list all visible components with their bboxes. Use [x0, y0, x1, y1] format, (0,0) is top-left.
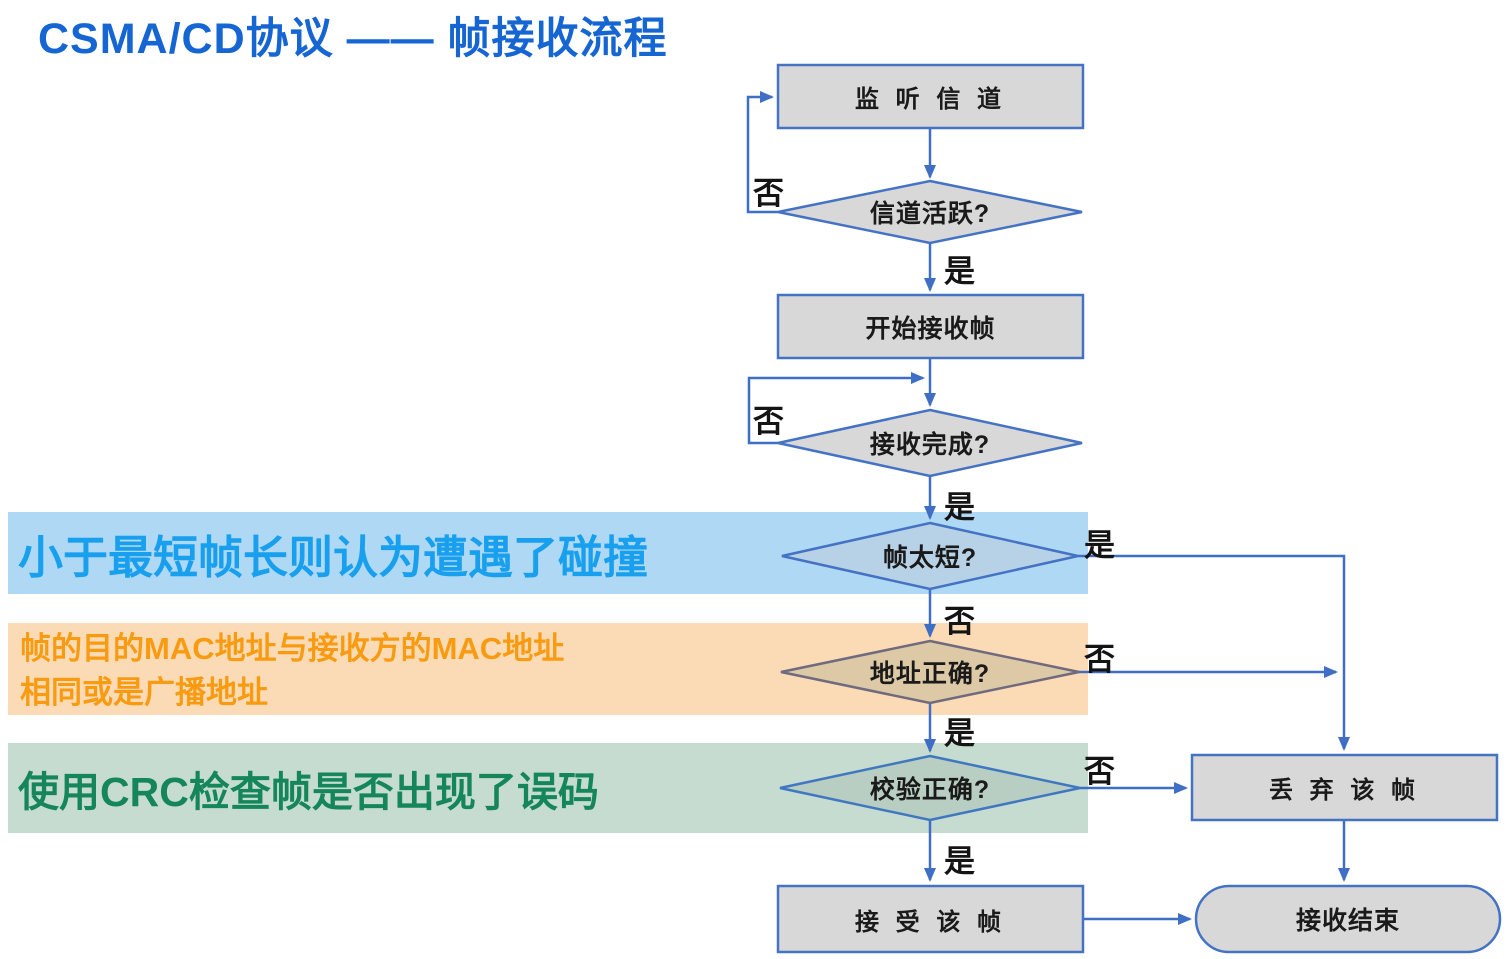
note-checksum: 使用CRC检查帧是否出现了误码	[18, 769, 599, 815]
node-receive-done-shape	[777, 408, 1083, 478]
node-frame-too-short-label: 帧太短?	[882, 544, 978, 572]
edge-label-checksum-yes: 是	[944, 844, 975, 879]
edge-label-address-yes: 是	[944, 716, 975, 751]
node-discard-frame-shape	[1190, 753, 1499, 822]
edge-label-active-yes: 是	[944, 254, 975, 289]
node-channel-active-shape	[777, 179, 1083, 245]
node-frame-too-short-shape	[781, 521, 1079, 591]
node-receive-end-label: 接收结束	[1295, 907, 1400, 935]
edge-label-active-no: 否	[753, 176, 784, 211]
node-receive-done-label: 接收完成?	[869, 431, 991, 459]
note-address-line1: 帧的目的MAC地址与接收方的MAC地址	[20, 631, 565, 666]
edge-label-tooshort-no: 否	[944, 604, 975, 639]
edge-label-address-no: 否	[1084, 642, 1115, 677]
edge-label-checksum-no: 否	[1084, 754, 1115, 789]
node-discard-frame-label: 丢 弃 该 帧	[1268, 777, 1420, 804]
edge-done-no-loop	[747, 372, 925, 445]
node-listen-channel-label: 监 听 信 道	[854, 86, 1006, 113]
edge-label-done-yes: 是	[944, 490, 975, 525]
node-listen-channel-shape	[776, 63, 1085, 130]
edge-label-done-no: 否	[753, 404, 784, 439]
node-receive-end-shape	[1194, 884, 1502, 954]
node-start-receive-shape	[776, 293, 1085, 360]
edge-tooshort-yes-to-discard	[1078, 554, 1350, 751]
node-accept-frame-shape	[776, 884, 1085, 954]
page-title: CSMA/CD协议 —— 帧接收流程	[38, 15, 668, 63]
node-checksum-correct-shape	[779, 754, 1081, 822]
node-address-correct-shape	[780, 639, 1080, 705]
node-start-receive-label: 开始接收帧	[865, 314, 996, 343]
node-address-correct-label: 地址正确?	[869, 660, 991, 688]
edge-active-no-loop	[746, 91, 778, 214]
node-accept-frame-label: 接 受 该 帧	[854, 908, 1006, 936]
edge-label-tooshort-yes: 是	[1084, 528, 1115, 563]
note-frame-too-short: 小于最短帧长则认为遭遇了碰撞	[18, 531, 649, 583]
note-address: 帧的目的MAC地址与接收方的MAC地址 相同或是广播地址	[8, 623, 564, 715]
node-checksum-correct-label: 校验正确?	[869, 776, 991, 804]
note-address-line2: 相同或是广播地址	[20, 675, 268, 711]
node-channel-active-label: 信道活跃?	[869, 200, 991, 228]
